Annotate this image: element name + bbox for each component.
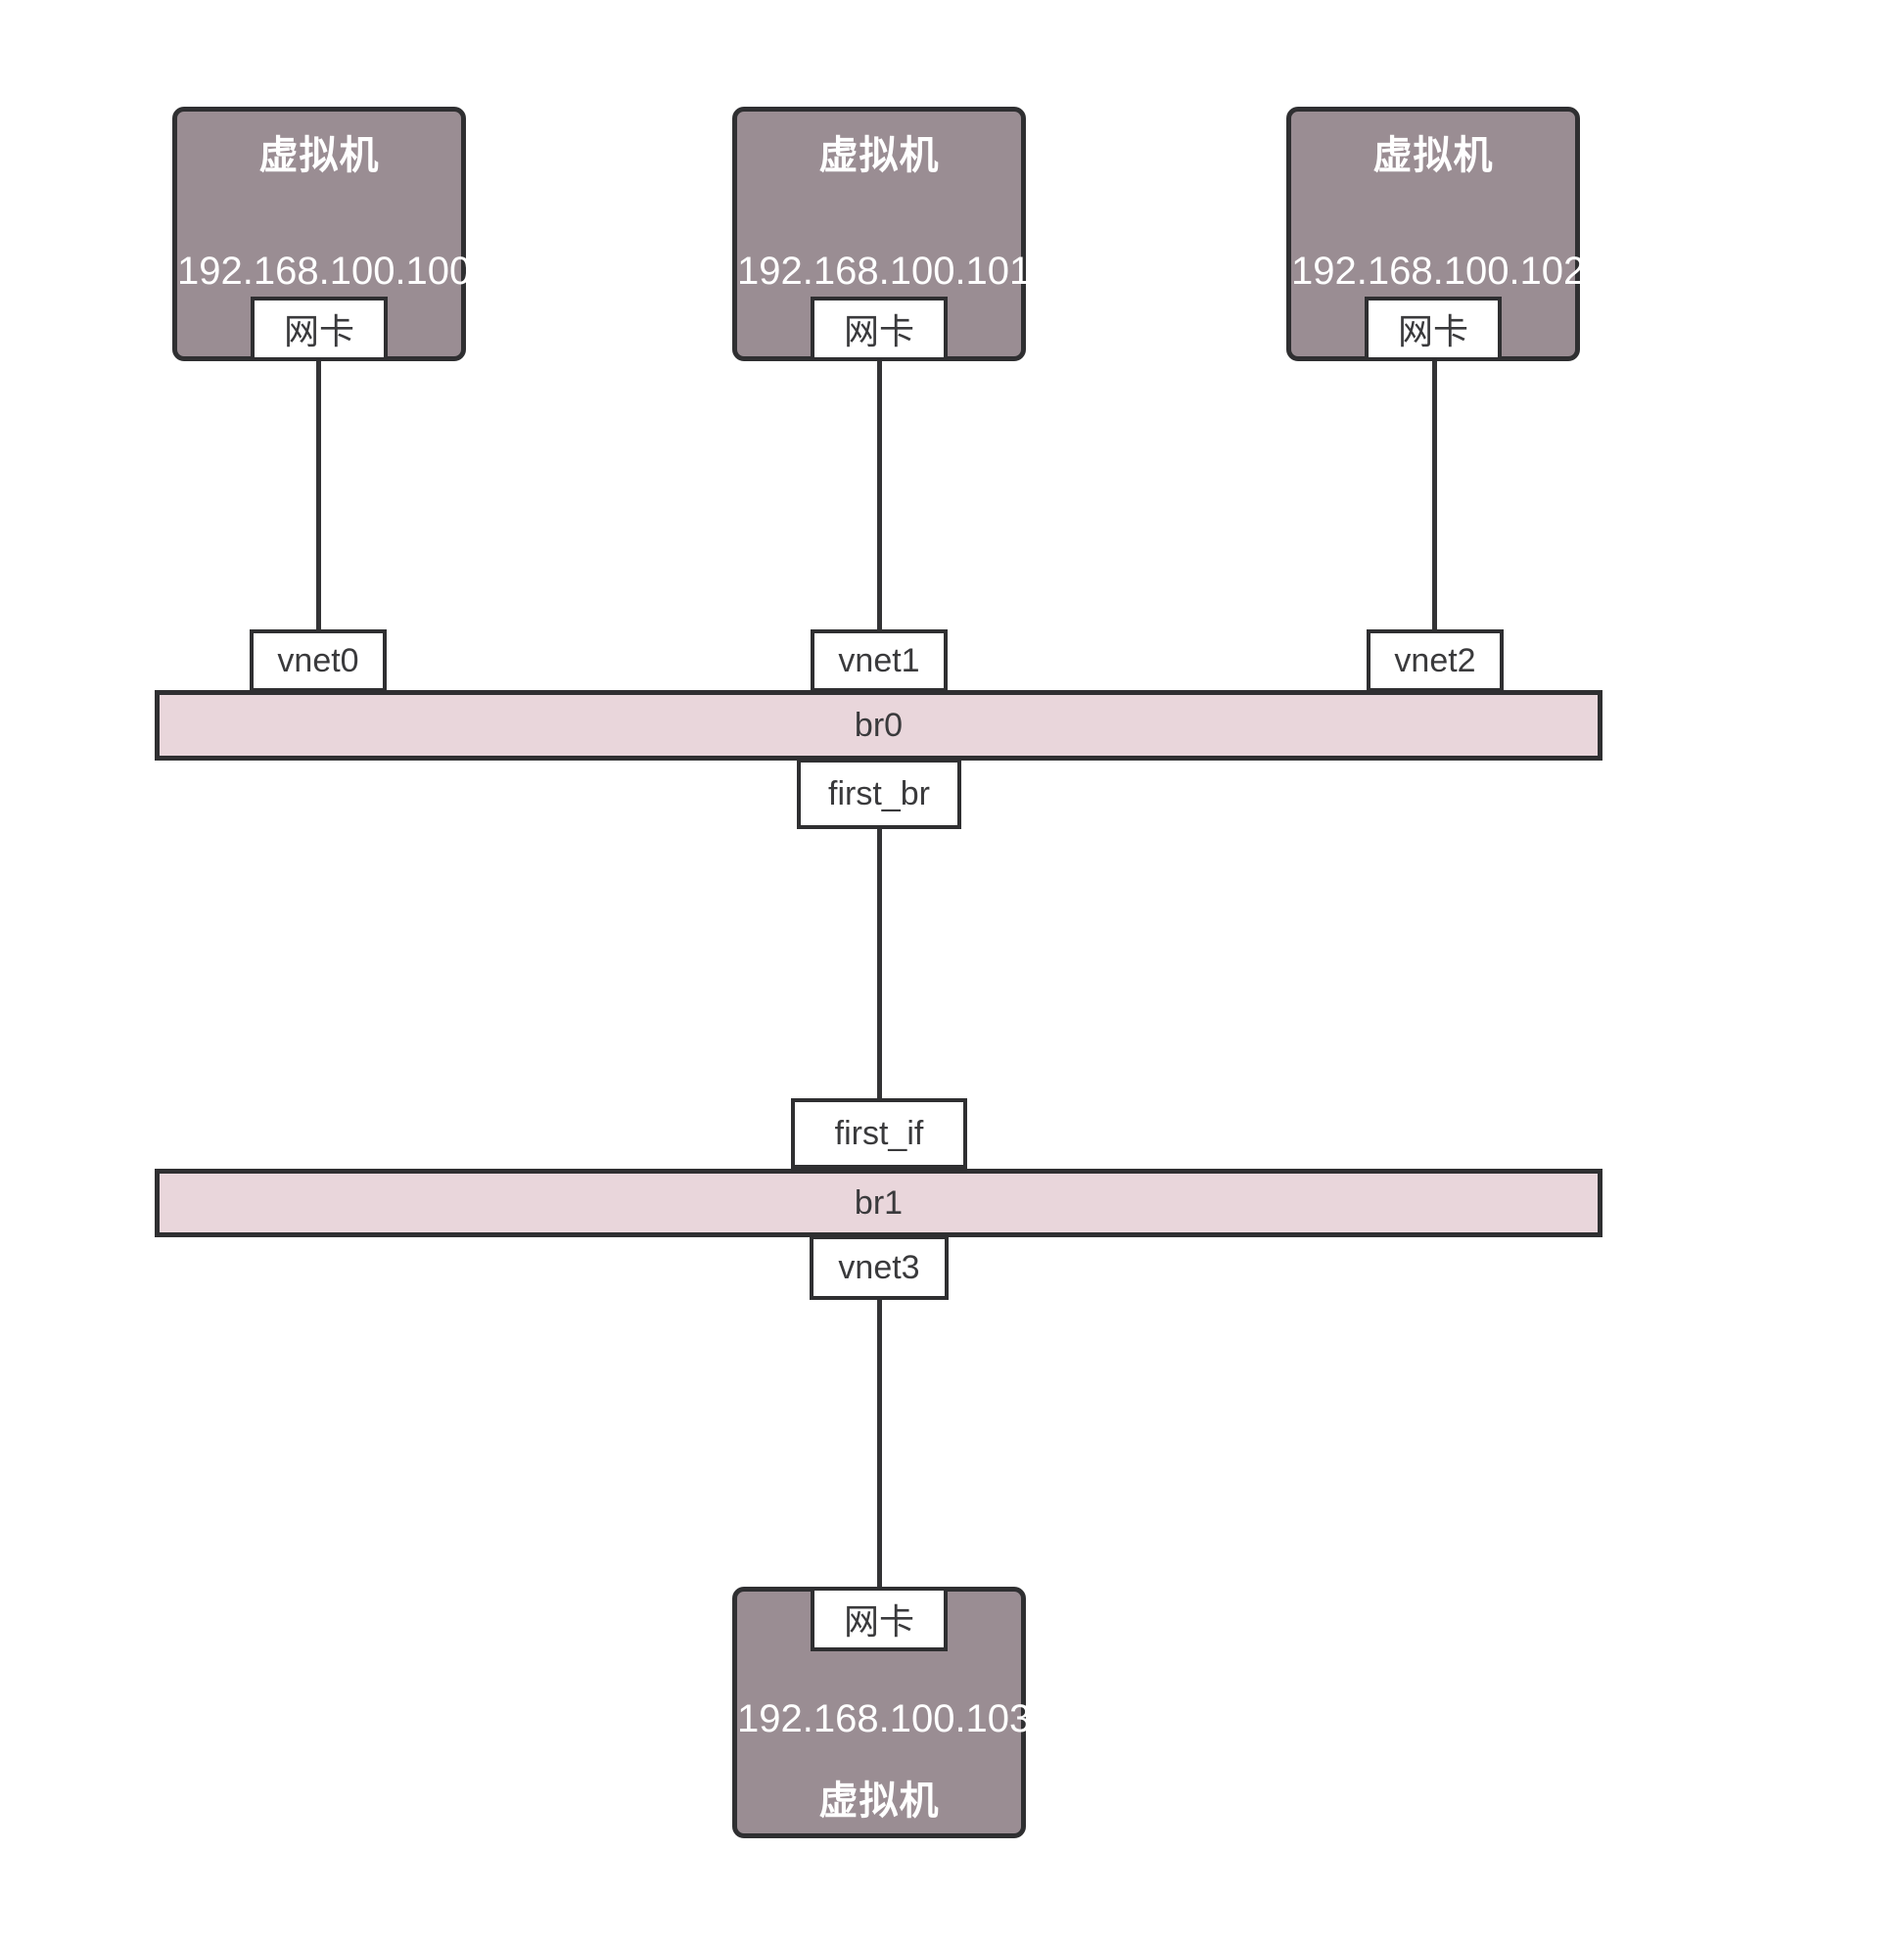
vm-ip-address: 192.168.100.100	[177, 250, 472, 293]
connection-line-vnet3-vm4	[877, 1298, 882, 1589]
bridge-bar-br1: br1	[155, 1169, 1602, 1237]
nic-box: 网卡	[1365, 297, 1502, 361]
vm-ip-address: 192.168.100.101	[737, 250, 1032, 293]
vm-title: 虚拟机	[818, 1780, 940, 1823]
port-box-vnet2: vnet2	[1367, 629, 1504, 692]
vm-box-4: 网卡 192.168.100.103 虚拟机	[732, 1587, 1032, 1838]
port-label: vnet3	[838, 1248, 920, 1286]
port-label: vnet1	[838, 641, 920, 679]
port-label: first_if	[834, 1114, 924, 1152]
vm-box-1: 虚拟机 192.168.100.100 网卡	[172, 107, 472, 361]
connection-line-vm3-vnet2	[1432, 360, 1437, 631]
nic-label: 网卡	[843, 1601, 914, 1642]
bridge-bar-br0: br0	[155, 690, 1602, 761]
nic-box: 网卡	[251, 297, 388, 361]
vm-ip-address: 192.168.100.102	[1291, 250, 1586, 293]
vm-title: 虚拟机	[1372, 134, 1494, 177]
port-label: vnet2	[1394, 641, 1476, 679]
bridge-label: br1	[854, 1183, 904, 1222]
vm-title: 虚拟机	[258, 134, 380, 177]
port-box-first-br: first_br	[797, 759, 961, 829]
vm-box-2: 虚拟机 192.168.100.101 网卡	[732, 107, 1032, 361]
port-label: vnet0	[277, 641, 359, 679]
nic-label: 网卡	[843, 311, 914, 351]
port-label: first_br	[828, 774, 930, 812]
connection-line-vm2-vnet1	[877, 360, 882, 631]
port-box-vnet1: vnet1	[811, 629, 948, 692]
connection-line-firstbr-firstif	[877, 827, 882, 1101]
port-box-first-if: first_if	[791, 1098, 967, 1169]
nic-box: 网卡	[811, 297, 948, 361]
port-box-vnet0: vnet0	[250, 629, 387, 692]
port-box-vnet3: vnet3	[810, 1235, 949, 1300]
bridge-label: br0	[854, 706, 904, 744]
nic-label: 网卡	[283, 311, 354, 351]
vm-ip-address: 192.168.100.103	[737, 1697, 1032, 1740]
vm-box-3: 虚拟机 192.168.100.102 网卡	[1286, 107, 1586, 361]
nic-label: 网卡	[1397, 311, 1468, 351]
connection-line-vm1-vnet0	[316, 360, 321, 631]
vm-title: 虚拟机	[818, 134, 940, 177]
nic-box: 网卡	[811, 1587, 948, 1651]
